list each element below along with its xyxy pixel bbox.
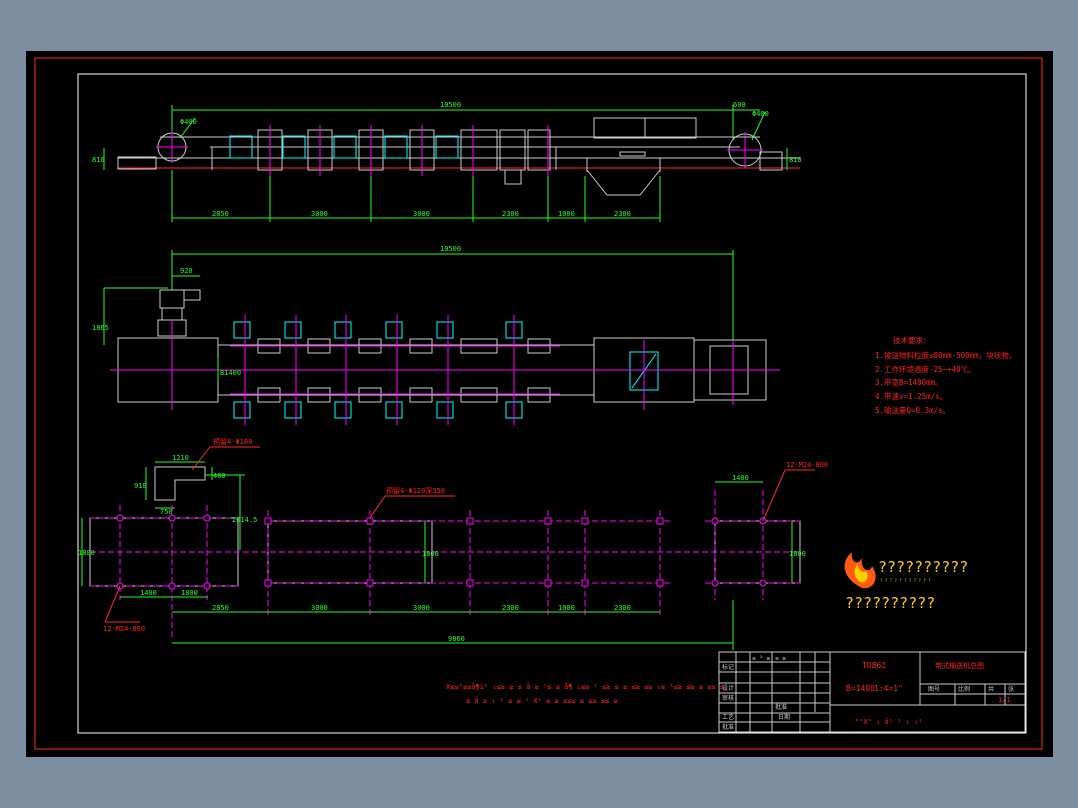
fdn-left-bottom-dim-2: 1800 <box>181 589 198 597</box>
notes-line-4: 4.带速v=1.25m/s。 <box>875 392 947 401</box>
logo-top-text: ?????????? <box>878 558 968 576</box>
tb-row-1: 标记 <box>722 663 734 671</box>
fdn-top-box-w: 1210 <box>172 454 189 462</box>
side-drum-left-label: Φ400 <box>180 118 197 126</box>
foundation-dims: 1210 910 400 750 2014.5 1800 1800 1800 1… <box>78 437 828 643</box>
fdn-callout-mid-top: 预留4-Φ120深350 <box>386 486 445 495</box>
fdn-seg-dim-5: 1000 <box>558 604 575 612</box>
fdn-seg-dim-1: 2850 <box>212 604 229 612</box>
plan-view <box>103 250 780 425</box>
fdn-top-box-side: 400 <box>213 472 226 480</box>
technical-notes: 技术要求： 1.输送物料粒度≤80mm-500mm，块状物。 2.工作环境温度-… <box>875 335 1016 415</box>
tb-sheet: 1/1 <box>998 696 1011 704</box>
bottom-note: X≤≤°≤≤å¶ì¹ ₁≤≥ ≥ ≤ å ≥ ¹≤ ≤ å¶ ₁≤≥ ¹ ≤≥ … <box>446 682 724 705</box>
fdn-callout-right-top: 12-M24-800 <box>786 461 828 469</box>
side-view-dims: 10500 600 Φ400 Φ400 810 810 2850 3000 30… <box>92 101 802 218</box>
tb-title: 带式输送机总图 <box>935 661 984 670</box>
side-view <box>103 105 800 222</box>
notes-header: 技术要求： <box>893 335 931 345</box>
side-overall-dim: 10500 <box>440 101 461 109</box>
plan-motor-dim: 920 <box>180 267 193 275</box>
tb-row-4: 工艺 <box>722 713 734 721</box>
side-seg-dim-3: 3000 <box>413 210 430 218</box>
fdn-seg-dim-2: 3000 <box>311 604 328 612</box>
plan-overall-dim: 10500 <box>440 245 461 253</box>
side-drum-right-label: Φ400 <box>752 110 769 118</box>
logo-bottom-text: ?????????? <box>845 594 935 612</box>
fdn-overall-dim: 9860 <box>448 635 465 643</box>
logo-mid-text: ? ? ? ? ? ? ? ? ? ? ? <box>880 578 931 583</box>
tb-row-3: 审核 <box>722 694 734 702</box>
company-logo: ?????????? ? ? ? ? ? ? ? ? ? ? ? ???????… <box>844 552 968 612</box>
fdn-callout-left-bottom: 12-M24-800 <box>103 625 145 633</box>
inner-white-frame <box>77 73 1027 734</box>
plan-belt-label: B1400 <box>220 369 241 377</box>
fdn-vertical-dim: 2014.5 <box>232 516 257 524</box>
side-seg-dim-6: 2300 <box>614 210 631 218</box>
side-right-height: 810 <box>789 156 802 164</box>
side-seg-dim-1: 2850 <box>212 210 229 218</box>
fdn-mid-h: 1800 <box>422 550 439 558</box>
tb-small-cell-4: 张 <box>1008 685 1014 693</box>
notes-line-1: 1.输送物料粒度≤80mm-500mm，块状物。 <box>875 350 1016 360</box>
title-block-text: 标记 设计 审核 工艺 批准 ≤ ¹ ≥ ≤ ≥ 批准 日期 TD862 B=1… <box>722 655 1014 731</box>
fdn-top-box-h: 910 <box>134 482 147 490</box>
fdn-right-h: 1800 <box>789 550 806 558</box>
notes-line-2: 2.工作环境温度-25~+40℃。 <box>875 364 976 374</box>
outer-red-frame <box>34 57 1043 750</box>
side-seg-dim-5: 1000 <box>558 210 575 218</box>
tb-spec: B=1400 <box>846 684 875 693</box>
side-seg-dim-2: 3000 <box>311 210 328 218</box>
tb-company: ""X" ₁ å¹ ¹ ₁ ₁¹ <box>855 717 922 726</box>
fdn-left-bottom-dim-1: 1400 <box>140 589 157 597</box>
fdn-right-top-dim: 1400 <box>732 474 749 482</box>
tb-small-cell-3: 共 <box>988 685 994 693</box>
foundation-view <box>81 446 815 650</box>
tb-mid-label-2: ≤ ≥ <box>775 655 786 662</box>
tb-drawing-no: TD862 <box>862 661 886 670</box>
fdn-callout-left-top: 预留4-Φ180 <box>213 437 252 446</box>
side-seg-dim-4: 2300 <box>502 210 519 218</box>
tb-small-cell-1: 图号 <box>928 686 940 693</box>
fdn-seg-dim-6: 2300 <box>614 604 631 612</box>
side-left-height: 810 <box>92 156 105 164</box>
side-right-dim: 600 <box>733 101 746 109</box>
tb-small-cell-2: 比例 <box>958 685 970 693</box>
tb-scale: 1:4=1" <box>874 684 903 693</box>
fdn-seg-dim-4: 2300 <box>502 604 519 612</box>
tb-mid-label-1: ≤ ¹ ≥ <box>752 655 770 662</box>
tb-row-2: 设计 <box>722 684 734 692</box>
tb-mid-label-4: 日期 <box>778 713 790 721</box>
fdn-top-box-bottom: 750 <box>160 508 173 516</box>
drawing-sheet <box>26 51 1053 757</box>
notes-line-3: 3.带宽B=1400mm。 <box>875 377 943 387</box>
bottom-note-line-1: X≤≤°≤≤å¶ì¹ ₁≤≥ ≥ ≤ å ≥ ¹≤ ≤ å¶ ₁≤≥ ¹ ≤≥ … <box>446 682 724 691</box>
title-block <box>718 651 1026 733</box>
tb-row-5: 批准 <box>722 723 734 731</box>
notes-line-5: 5.输送量Q=0.3m/s。 <box>875 405 950 415</box>
bottom-note-line-2: ≤ å ≥ ₁ ¹ ≤ ≤ ¹ X¹ ≤ ≥ ≤≤≤ ≤ ≤≥ ≤≤ ≥ <box>466 696 618 705</box>
fdn-left-h: 1800 <box>78 549 95 557</box>
plan-view-dims: 10500 920 1865 B1400 <box>92 245 461 377</box>
tb-mid-label-3: 批准 <box>775 703 787 711</box>
fdn-seg-dim-3: 3000 <box>413 604 430 612</box>
plan-side-dim: 1865 <box>92 324 109 332</box>
